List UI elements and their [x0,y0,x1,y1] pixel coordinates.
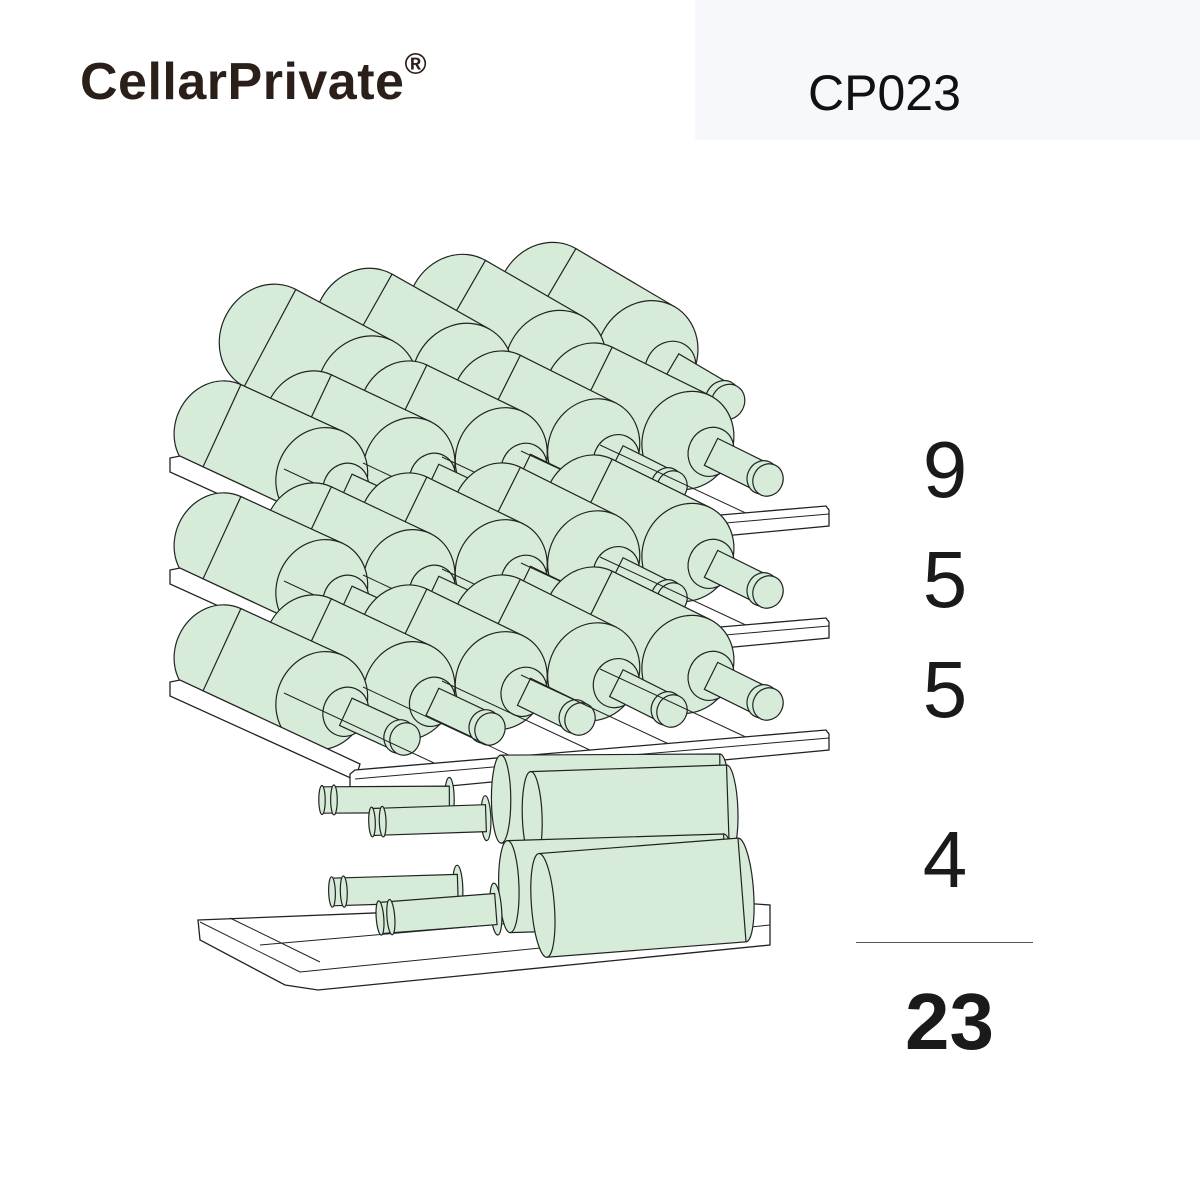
model-background [695,0,1200,140]
model-number: CP023 [808,65,961,121]
row-count-bottom: 4 [922,815,968,904]
row-count-top-shelf: 9 [922,425,968,514]
bottle-bottom-4 [375,837,755,958]
brand-name: CellarPrivate [80,53,405,111]
row-count-third-shelf: 5 [922,645,968,734]
total-capacity: 23 [905,977,994,1066]
row-count-second-shelf: 5 [922,535,968,624]
sum-divider [856,942,1033,943]
registered-mark: ® [404,48,428,81]
brand-logo: CellarPrivate® [80,48,427,112]
